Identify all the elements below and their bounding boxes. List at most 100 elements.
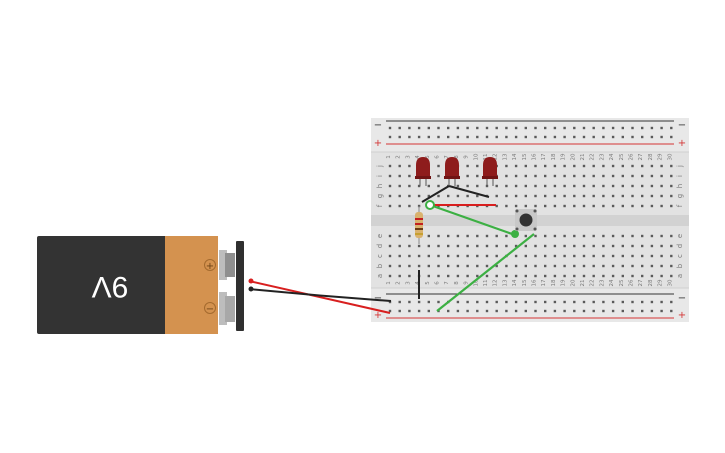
hole[interactable] [553,194,557,198]
hole[interactable] [544,204,547,208]
hole[interactable] [456,264,460,268]
rail-hole[interactable] [495,135,498,139]
hole[interactable] [592,174,595,178]
rail-hole[interactable] [582,126,586,130]
hole[interactable] [534,264,537,268]
hole[interactable] [660,194,663,198]
hole[interactable] [534,174,537,178]
rail-hole[interactable] [602,309,605,313]
hole[interactable] [485,234,489,238]
hole[interactable] [582,184,586,188]
rail-hole[interactable] [437,126,440,130]
hole[interactable] [544,264,547,268]
hole[interactable] [514,174,518,178]
rail-hole[interactable] [553,309,557,313]
rail-hole[interactable] [447,309,450,313]
rail-hole[interactable] [514,135,518,139]
rail-hole[interactable] [388,126,392,130]
hole[interactable] [573,174,576,178]
rail-hole[interactable] [427,135,430,139]
rail-hole[interactable] [544,300,547,304]
hole[interactable] [476,174,479,178]
hole[interactable] [573,234,576,238]
hole[interactable] [514,164,518,168]
rail-hole[interactable] [417,135,421,139]
hole[interactable] [437,194,440,198]
rail-hole[interactable] [563,300,566,304]
hole[interactable] [495,264,498,268]
hole[interactable] [524,264,527,268]
rail-hole[interactable] [476,300,479,304]
rail-hole[interactable] [398,135,401,139]
rail-hole[interactable] [641,309,644,313]
hole[interactable] [602,254,605,258]
hole[interactable] [534,204,537,208]
rail-hole[interactable] [437,135,440,139]
rail-hole[interactable] [631,135,634,139]
hole[interactable] [592,194,595,198]
hole[interactable] [641,244,644,248]
hole[interactable] [447,244,450,248]
rail-hole[interactable] [592,300,595,304]
hole[interactable] [563,164,566,168]
hole[interactable] [582,264,586,268]
hole[interactable] [641,164,644,168]
hole[interactable] [660,204,663,208]
hole[interactable] [388,244,392,248]
hole[interactable] [650,184,654,188]
hole[interactable] [670,264,673,268]
hole[interactable] [427,264,430,268]
hole[interactable] [602,194,605,198]
hole[interactable] [582,274,586,278]
rail-hole[interactable] [466,309,469,313]
hole[interactable] [408,194,411,198]
rail-hole[interactable] [611,309,615,313]
hole[interactable] [641,234,644,238]
rail-hole[interactable] [650,126,654,130]
rail-hole[interactable] [582,300,586,304]
hole[interactable] [408,244,411,248]
hole[interactable] [485,264,489,268]
hole[interactable] [534,274,537,278]
hole[interactable] [660,184,663,188]
hole[interactable] [602,244,605,248]
hole[interactable] [437,234,440,238]
hole[interactable] [505,164,508,168]
hole[interactable] [553,234,557,238]
rail-hole[interactable] [621,309,624,313]
rail-hole[interactable] [544,309,547,313]
rail-hole[interactable] [670,126,673,130]
hole[interactable] [408,264,411,268]
hole[interactable] [582,244,586,248]
hole[interactable] [563,264,566,268]
hole[interactable] [553,264,557,268]
hole[interactable] [427,184,430,188]
hole[interactable] [611,204,615,208]
rail-hole[interactable] [388,300,392,304]
hole[interactable] [660,274,663,278]
hole[interactable] [670,234,673,238]
hole[interactable] [611,194,615,198]
hole[interactable] [485,254,489,258]
hole[interactable] [495,234,498,238]
rail-hole[interactable] [592,135,595,139]
rail-hole[interactable] [544,135,547,139]
hole[interactable] [524,204,527,208]
rail-hole[interactable] [660,135,663,139]
rail-hole[interactable] [417,309,421,313]
hole[interactable] [573,264,576,268]
hole[interactable] [417,194,421,198]
rail-hole[interactable] [592,126,595,130]
hole[interactable] [611,254,615,258]
hole[interactable] [524,194,527,198]
hole[interactable] [476,254,479,258]
hole[interactable] [553,274,557,278]
rail-hole[interactable] [495,300,498,304]
hole[interactable] [573,244,576,248]
hole[interactable] [670,164,673,168]
rail-hole[interactable] [553,300,557,304]
hole[interactable] [621,274,624,278]
hole[interactable] [524,254,527,258]
rail-hole[interactable] [388,135,392,139]
hole[interactable] [563,194,566,198]
